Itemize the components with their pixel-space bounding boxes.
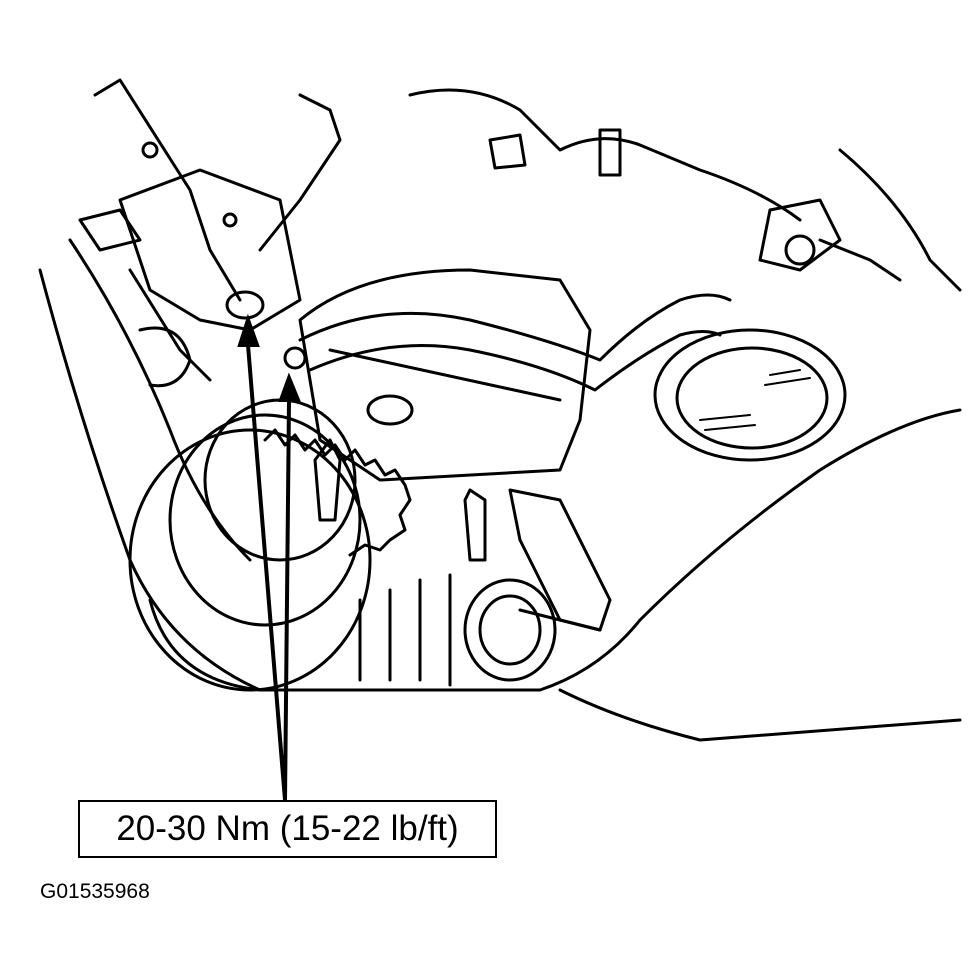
figure-id: G01535968 xyxy=(40,880,150,903)
oil-pressure-sensor xyxy=(758,198,842,272)
oil-pickup-screen xyxy=(653,328,847,462)
engine-mount-bracket xyxy=(118,168,302,332)
oil-pan-left-edge xyxy=(68,238,252,562)
oil-pan-bolt xyxy=(463,488,487,562)
engine-block-outline xyxy=(38,268,962,692)
torque-callout-arrows xyxy=(237,313,301,801)
oil-pan-bolt xyxy=(313,438,342,522)
oil-pan-bolt xyxy=(488,133,527,170)
crank-gear xyxy=(263,428,412,557)
idler-pulley xyxy=(463,578,557,682)
torque-spec-callout: 20-30 Nm (15-22 lb/ft) xyxy=(78,800,497,858)
torque-spec-label: 20-30 Nm (15-22 lb/ft) xyxy=(116,809,459,848)
oil-pan-bolt xyxy=(598,128,622,177)
oil-pickup-tube xyxy=(298,293,732,362)
oil-pump-housing xyxy=(298,268,592,482)
